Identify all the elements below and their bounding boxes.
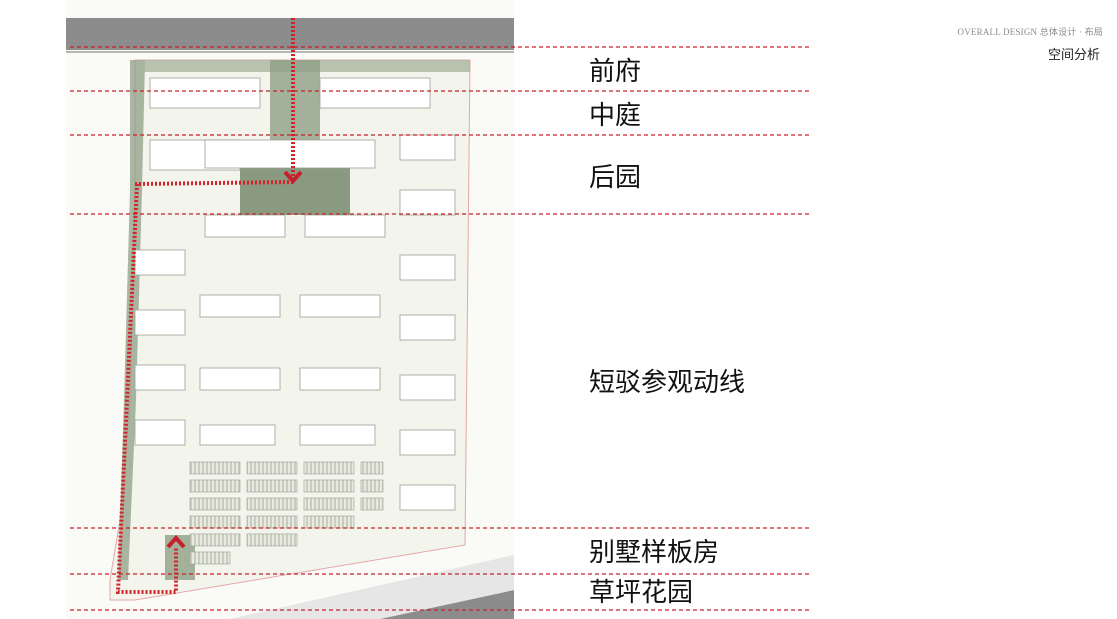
building-block — [399, 429, 456, 456]
site-plan — [66, 0, 514, 619]
villa-row — [189, 533, 241, 547]
zone-label-villa-showroom: 别墅样板房 — [589, 538, 719, 568]
villa-row — [189, 515, 241, 529]
tour-route-path — [115, 18, 295, 594]
building-block — [299, 424, 376, 446]
villa-row — [189, 551, 231, 565]
building-block — [399, 134, 456, 161]
route-up-arrow-icon — [166, 534, 186, 549]
rear-garden-green — [240, 165, 350, 215]
top-road — [66, 18, 514, 50]
building-block — [134, 249, 186, 276]
building-block — [319, 77, 431, 109]
villa-row — [246, 515, 298, 529]
villa-row — [303, 479, 355, 493]
villa-row — [246, 533, 298, 547]
villa-row — [303, 461, 355, 475]
zone-label-courtyard: 中庭 — [589, 101, 641, 131]
zone-label-lawn-garden: 草坪花园 — [589, 578, 693, 608]
header-title: 空间分析 — [1047, 48, 1100, 63]
villa-row — [246, 461, 298, 475]
building-block — [299, 367, 381, 391]
villa-row — [360, 461, 384, 475]
building-block — [199, 367, 281, 391]
villa-row — [246, 497, 298, 511]
building-block — [399, 484, 456, 511]
header-subtitle: OVERALL DESIGN 总体设计 · 布局 — [957, 27, 1103, 37]
zone-dividers — [70, 46, 812, 611]
villa-row — [189, 479, 241, 493]
building-block — [399, 189, 456, 216]
building-block — [399, 254, 456, 281]
villa-row — [303, 515, 355, 529]
building-block — [134, 419, 186, 446]
zone-label-shuttle-route: 短驳参观动线 — [589, 368, 745, 398]
tour-route — [115, 18, 303, 594]
building-block — [149, 77, 261, 109]
building-block — [299, 294, 381, 318]
building-block — [399, 374, 456, 401]
zone-label-rear-garden: 后园 — [589, 163, 641, 193]
building-block — [204, 139, 376, 169]
villa-row — [246, 479, 298, 493]
building-block — [199, 424, 276, 446]
villa-row — [189, 461, 241, 475]
building-block — [199, 294, 281, 318]
route-down-arrow-icon — [283, 170, 303, 185]
villa-row — [360, 497, 384, 511]
villa-row — [303, 497, 355, 511]
building-block — [134, 364, 186, 391]
villa-row — [360, 479, 384, 493]
building-block — [304, 214, 386, 238]
zone-labels: 前府 中庭 后园 短驳参观动线 别墅样板房 草坪花园 — [589, 57, 745, 608]
zone-label-front: 前府 — [589, 57, 641, 87]
villa-row — [189, 497, 241, 511]
villa-cluster — [189, 461, 384, 565]
building-block — [134, 309, 186, 336]
buildings — [134, 77, 456, 511]
bottom-road-light — [230, 555, 514, 619]
building-block — [399, 314, 456, 341]
building-block — [204, 214, 286, 238]
